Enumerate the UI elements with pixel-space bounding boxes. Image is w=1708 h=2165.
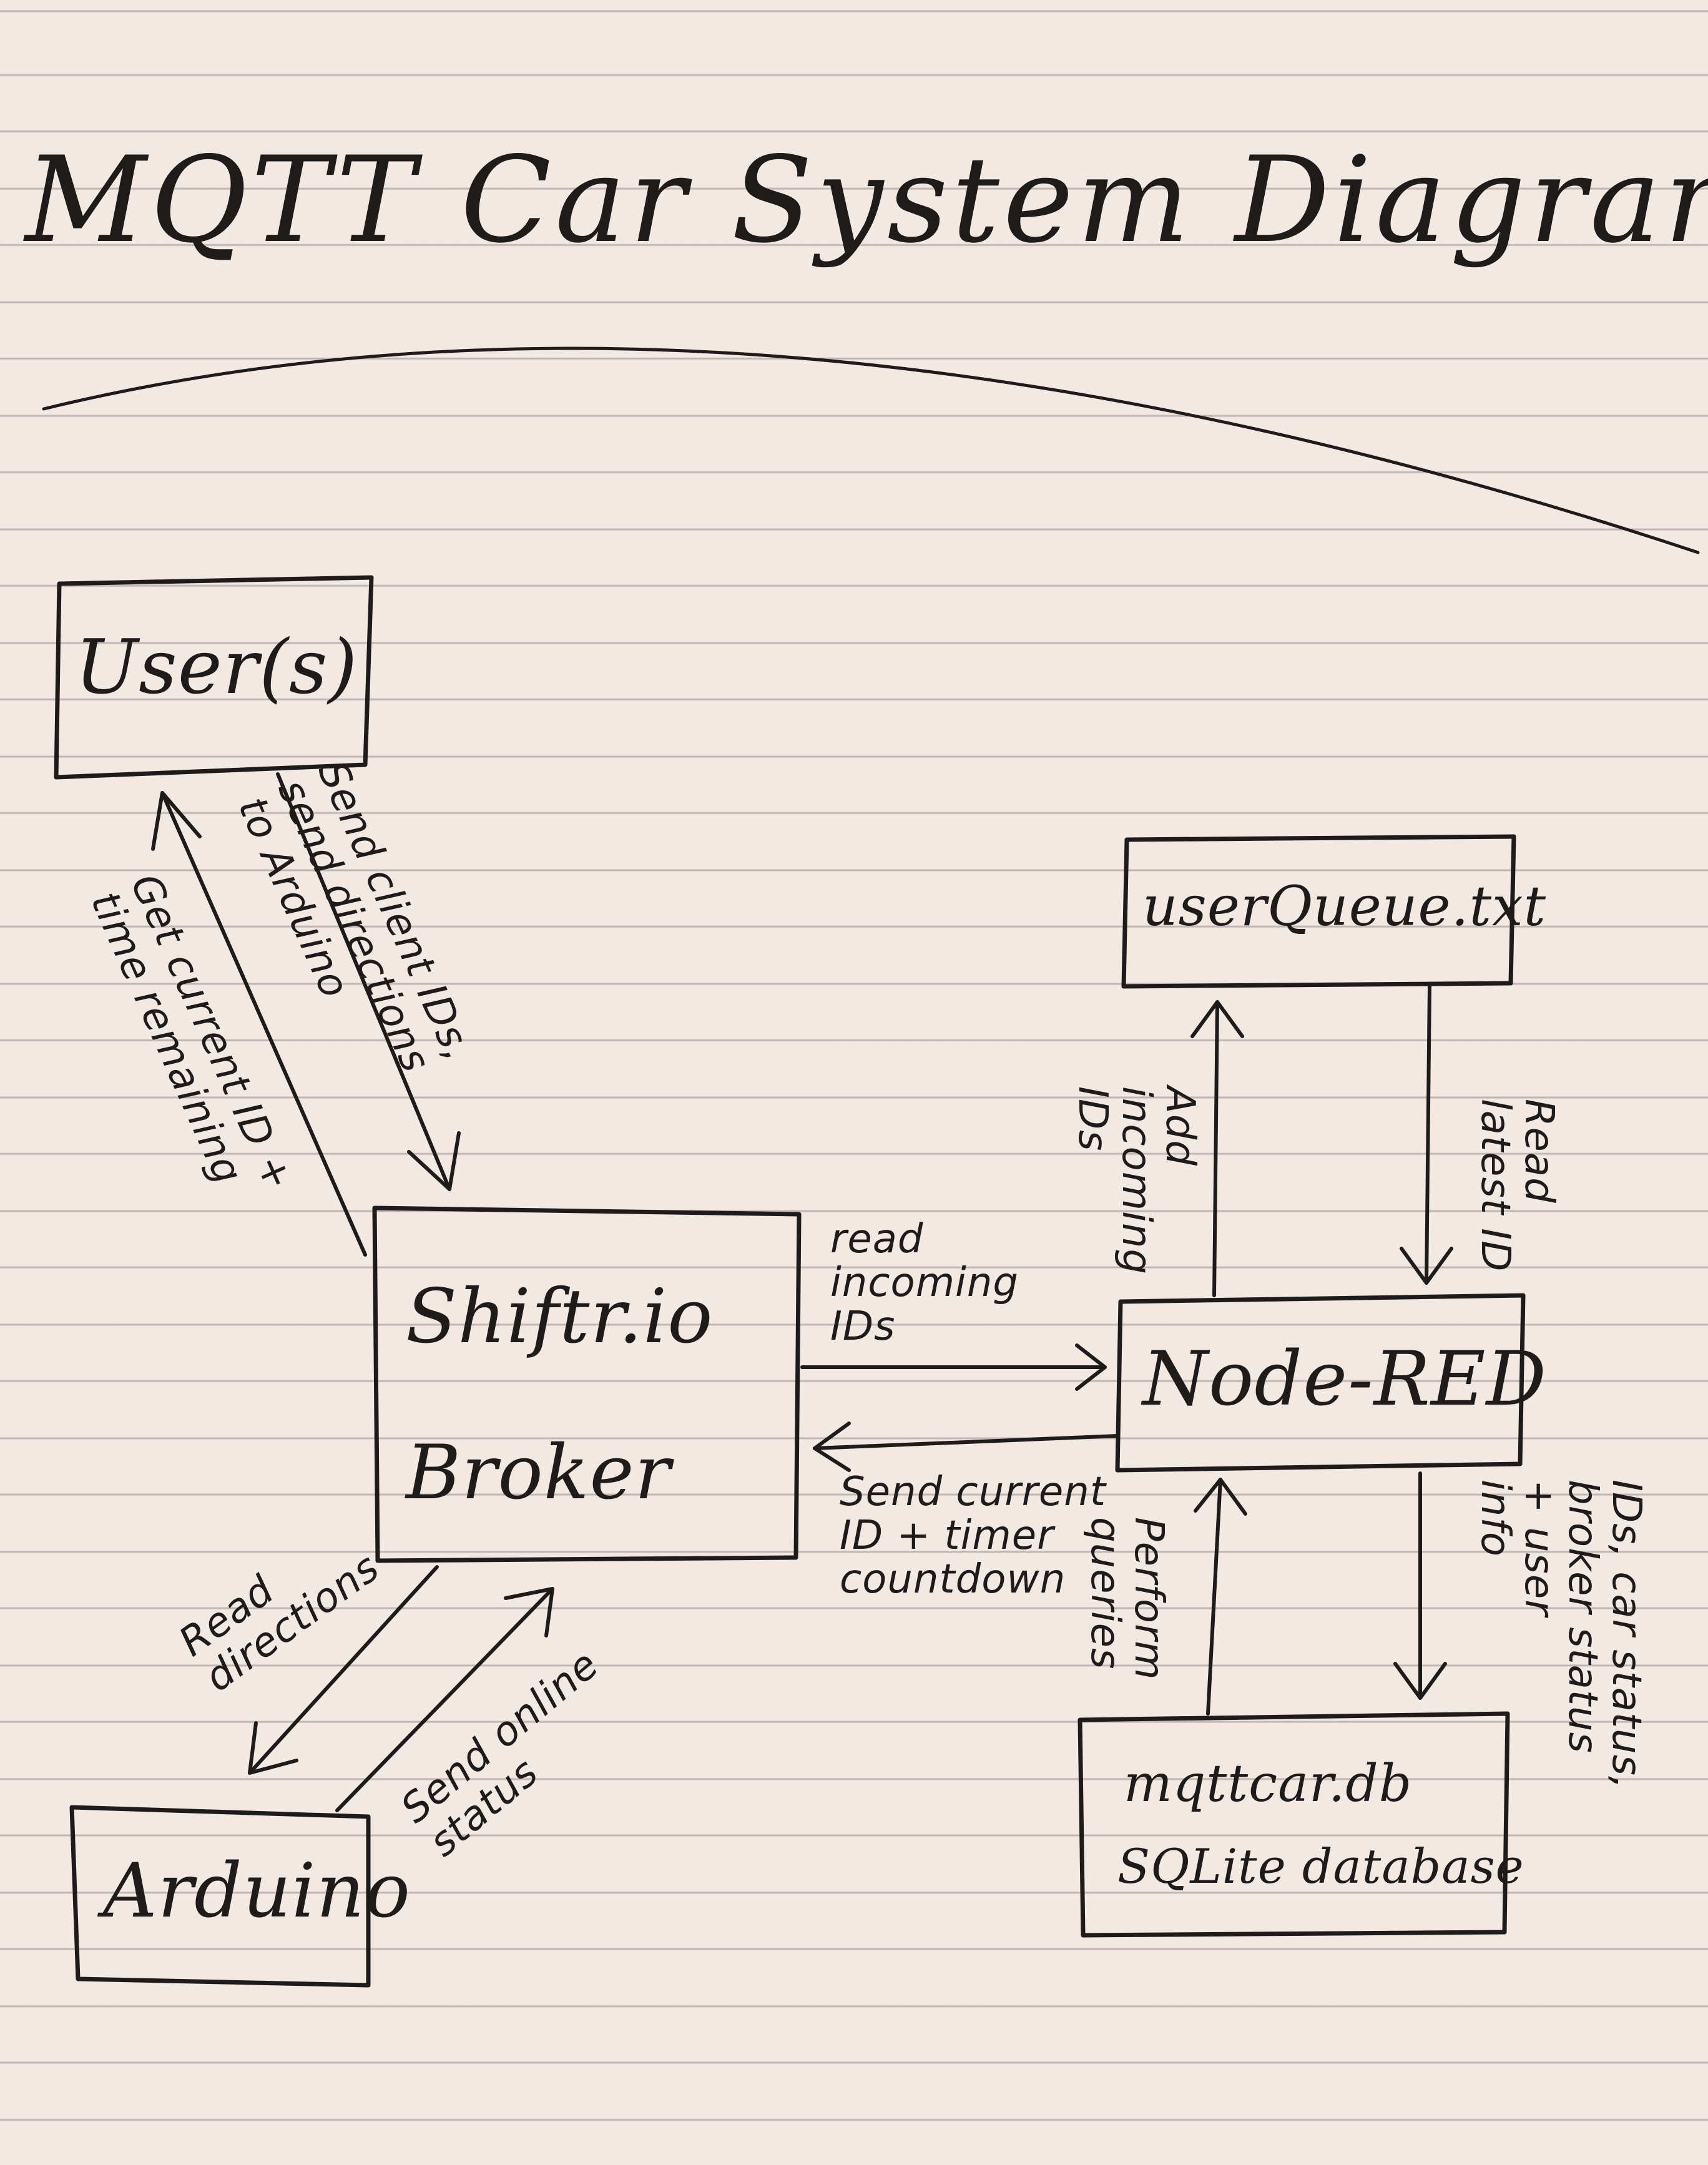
arrow-broker-to-arduino (248, 1565, 439, 1775)
nodered-box (1115, 1293, 1526, 1473)
label-nodered-to-userqueue: Add incoming IDs (1069, 1086, 1203, 1275)
userqueue-label: userQueue.txt (1142, 874, 1546, 938)
arrow-broker-to-nodered (800, 1343, 1107, 1391)
database-label-line1: mqttcar.db (1124, 1754, 1413, 1814)
label-database-to-nodered: Perform queries (1082, 1517, 1172, 1681)
label-userqueue-to-nodered: Read latest ID (1472, 1099, 1562, 1272)
broker-label-line2: Broker (406, 1430, 671, 1516)
arrow-database-to-nodered (1194, 1478, 1247, 1716)
nodered-label: Node-RED (1142, 1336, 1547, 1423)
arrow-nodered-to-database (1393, 1471, 1447, 1700)
userqueue-box (1121, 834, 1516, 989)
arrow-arduino-to-broker (335, 1587, 554, 1812)
arrow-userqueue-to-nodered (1400, 984, 1453, 1285)
broker-label-line1: Shiftr.io (406, 1274, 714, 1360)
arrow-broker-to-users (151, 791, 367, 1257)
label-nodered-to-broker: Send current ID + timer countdown (840, 1469, 1106, 1603)
label-broker-to-nodered: read incoming IDs (830, 1216, 1019, 1350)
users-label: User(s) (75, 624, 358, 711)
database-box (1077, 1711, 1510, 1938)
arduino-label: Arduino (103, 1848, 411, 1935)
arrow-users-to-broker (276, 772, 461, 1191)
arrow-nodered-to-userqueue (1190, 1000, 1244, 1297)
database-label-line2: SQLite database (1117, 1839, 1524, 1894)
arduino-box (69, 1805, 371, 1988)
label-nodered-to-database: IDs, car status, broker status + user in… (1472, 1480, 1649, 1790)
diagram-title: MQTT Car System Diagram (25, 131, 1708, 269)
title-underline (42, 346, 1700, 554)
broker-box (372, 1205, 802, 1563)
users-box (54, 575, 374, 780)
arrow-nodered-to-broker (813, 1421, 1119, 1472)
